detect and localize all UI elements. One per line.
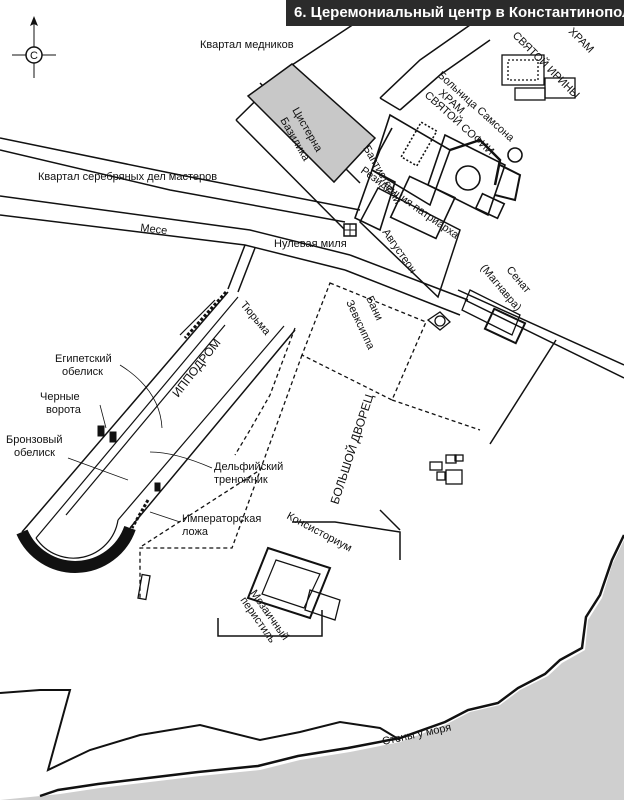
leader-lines (67, 364, 213, 523)
palace-buildings (429, 454, 464, 485)
label-hippodrome: ИППОДРОМ (169, 336, 223, 400)
mosaic-peristyle (246, 546, 341, 621)
hagia-irene (501, 54, 576, 101)
label-milion: Нулевая миля (274, 238, 347, 250)
label-bronze-obelisk-2: обелиск (14, 447, 55, 459)
label-quarter-silversmiths: Квартал серебряных дел мастеров (38, 171, 217, 183)
sea-wall (39, 534, 624, 798)
map-title: 6. Церемониальный центр в Константинопол… (286, 0, 624, 26)
cistern-basilica (246, 63, 377, 184)
senate-magnaura (426, 289, 527, 345)
label-egyptian-obelisk-2: обелиск (62, 366, 103, 378)
label-bronze-obelisk-1: Бронзовый (6, 434, 62, 446)
compass-label: С (30, 50, 38, 62)
sea-area (0, 540, 624, 800)
hippodrome (16, 291, 296, 573)
palace-wall-2 (379, 509, 401, 531)
label-imperial-box-2: ложа (182, 526, 209, 538)
label-hagia-irene-2: СВЯТОЙ ИРИНЫ (510, 29, 582, 101)
label-delphic-tripod-1: Дельфийский (214, 461, 283, 473)
label-baths-1: Бани (363, 294, 385, 322)
consistorium-wall (292, 521, 401, 560)
label-prison: Тюрьма (238, 299, 273, 338)
compass: С (12, 16, 56, 78)
augusteon (359, 186, 461, 299)
label-great-palace: БОЛЬШОЙ ДВОРЕЦ (327, 392, 377, 506)
label-black-gates-2: ворота (46, 404, 82, 416)
label-mese: Месе (140, 222, 168, 237)
palace-boundary-south (217, 610, 323, 637)
label-egyptian-obelisk-1: Египетский (55, 353, 112, 365)
palace-boundary (489, 339, 557, 445)
milion (343, 223, 357, 237)
small-structure (137, 573, 151, 601)
hagia-sophia-complex (354, 113, 523, 240)
label-consistorium: Консисториум (285, 510, 354, 554)
label-imperial-box-1: Императорская (182, 513, 261, 525)
great-palace-enclosure (139, 327, 481, 600)
label-quarter-coppersmiths: Квартал медников (200, 39, 294, 51)
baths-of-zeuxippus (301, 282, 427, 401)
label-black-gates-1: Черные (40, 391, 80, 403)
label-delphic-tripod-2: треножник (214, 474, 268, 486)
sea-wall-inner (0, 689, 401, 772)
streets (0, 19, 624, 379)
label-hagia-irene-1: ХРАМ (566, 26, 596, 56)
